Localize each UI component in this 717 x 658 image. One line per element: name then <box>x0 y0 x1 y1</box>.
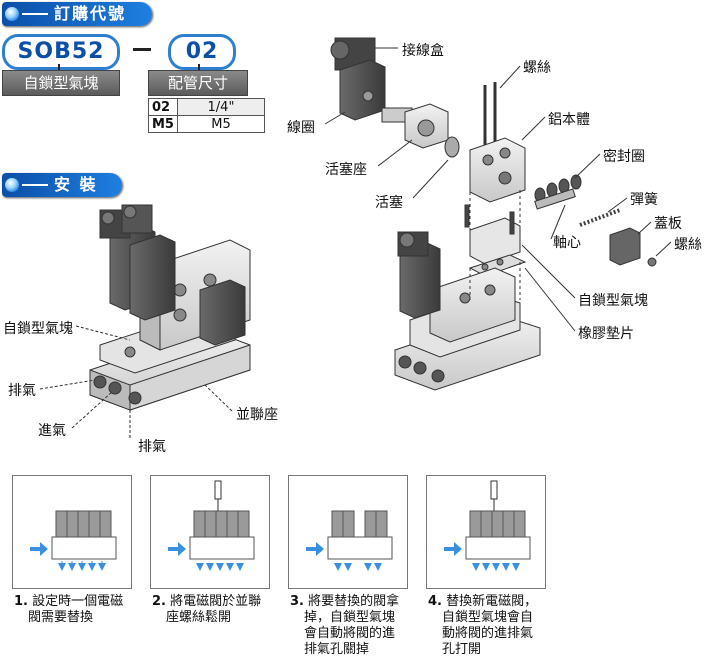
install-banner: 安 裝 <box>2 173 122 197</box>
caption-line: 將要替換的閥拿 <box>308 594 400 609</box>
connector-line <box>58 64 60 72</box>
label-aluminum-body: 鋁本體 <box>548 112 590 128</box>
bullet-icon <box>5 178 19 192</box>
model-code: SOB52 <box>2 34 120 70</box>
caption-line: 自鎖型氣塊會自 <box>442 610 534 625</box>
label-seal-ring: 密封圈 <box>603 149 645 165</box>
caption-line: 掉，自鎖型氣塊 <box>304 610 396 625</box>
label-exhaust-bottom: 排氣 <box>138 439 166 455</box>
caption-line: 設定時一個電磁 <box>32 594 124 609</box>
port-label: 配管尺寸 <box>148 70 248 96</box>
label-screw-top: 螺絲 <box>523 60 551 76</box>
order-banner: 訂購代號 <box>2 2 152 26</box>
caption-line: 座螺絲鬆開 <box>166 610 232 625</box>
label-spool: 軸心 <box>553 235 581 251</box>
order-banner-label: 訂購代號 <box>54 4 127 23</box>
table-cell: 02 <box>148 98 178 116</box>
banner-rule <box>22 184 48 186</box>
step-number: 3. <box>290 594 304 609</box>
connector-line <box>198 64 200 72</box>
label-piston-seat: 活塞座 <box>325 162 367 178</box>
label-rubber-gasket: 橡膠墊片 <box>578 326 634 342</box>
step-2-caption: 2. 將電磁閥於並聯 座螺絲鬆開 <box>152 594 261 626</box>
label-cover-plate: 蓋板 <box>654 216 682 232</box>
caption-line: 會自動將閥的進 <box>304 626 396 641</box>
step-3-box <box>288 475 408 589</box>
step-number: 2. <box>152 594 166 609</box>
banner-rule <box>22 13 48 15</box>
label-screw-right: 螺絲 <box>674 237 702 253</box>
step-2-box <box>150 475 270 589</box>
port-code: 02 <box>168 34 236 70</box>
caption-line: 動將閥的進排氣 <box>442 626 534 641</box>
step-1-caption: 1. 設定時一個電磁 閥需要替換 <box>14 594 123 626</box>
table-cell: 1/4" <box>176 98 265 116</box>
bullet-icon <box>5 7 19 21</box>
step-1-box <box>12 475 132 589</box>
label-manifold: 並聯座 <box>236 407 278 423</box>
label-self-lock-block: 自鎖型氣塊 <box>3 321 73 337</box>
caption-line: 將電磁閥於並聯 <box>170 594 262 609</box>
step-4-box <box>426 475 546 589</box>
label-junction-box: 接線盒 <box>402 43 444 59</box>
model-label: 自鎖型氣塊 <box>2 70 120 96</box>
caption-line: 閥需要替換 <box>28 610 94 625</box>
step-number: 1. <box>14 594 28 609</box>
caption-line: 替換新電磁閥， <box>446 594 538 609</box>
table-cell: M5 <box>176 115 265 133</box>
code-separator <box>133 48 151 51</box>
caption-line: 排氣孔關掉 <box>304 642 370 657</box>
step-3-caption: 3. 將要替換的閥拿 掉，自鎖型氣塊 會自動將閥的進 排氣孔關掉 <box>290 594 399 658</box>
label-self-lock-block-right: 自鎖型氣塊 <box>578 293 648 309</box>
step-number: 4. <box>428 594 442 609</box>
label-intake: 進氣 <box>38 423 66 439</box>
step-4-caption: 4. 替換新電磁閥， 自鎖型氣塊會自 動將閥的進排氣 孔打開 <box>428 594 537 658</box>
caption-line: 孔打開 <box>442 642 482 657</box>
exploded-assembly <box>330 37 657 391</box>
label-spring: 彈簧 <box>630 192 658 208</box>
label-coil: 線圈 <box>287 120 315 136</box>
label-exhaust: 排氣 <box>8 383 36 399</box>
install-banner-label: 安 裝 <box>54 175 98 194</box>
label-piston: 活塞 <box>375 195 403 211</box>
install-assembly <box>89 204 251 411</box>
